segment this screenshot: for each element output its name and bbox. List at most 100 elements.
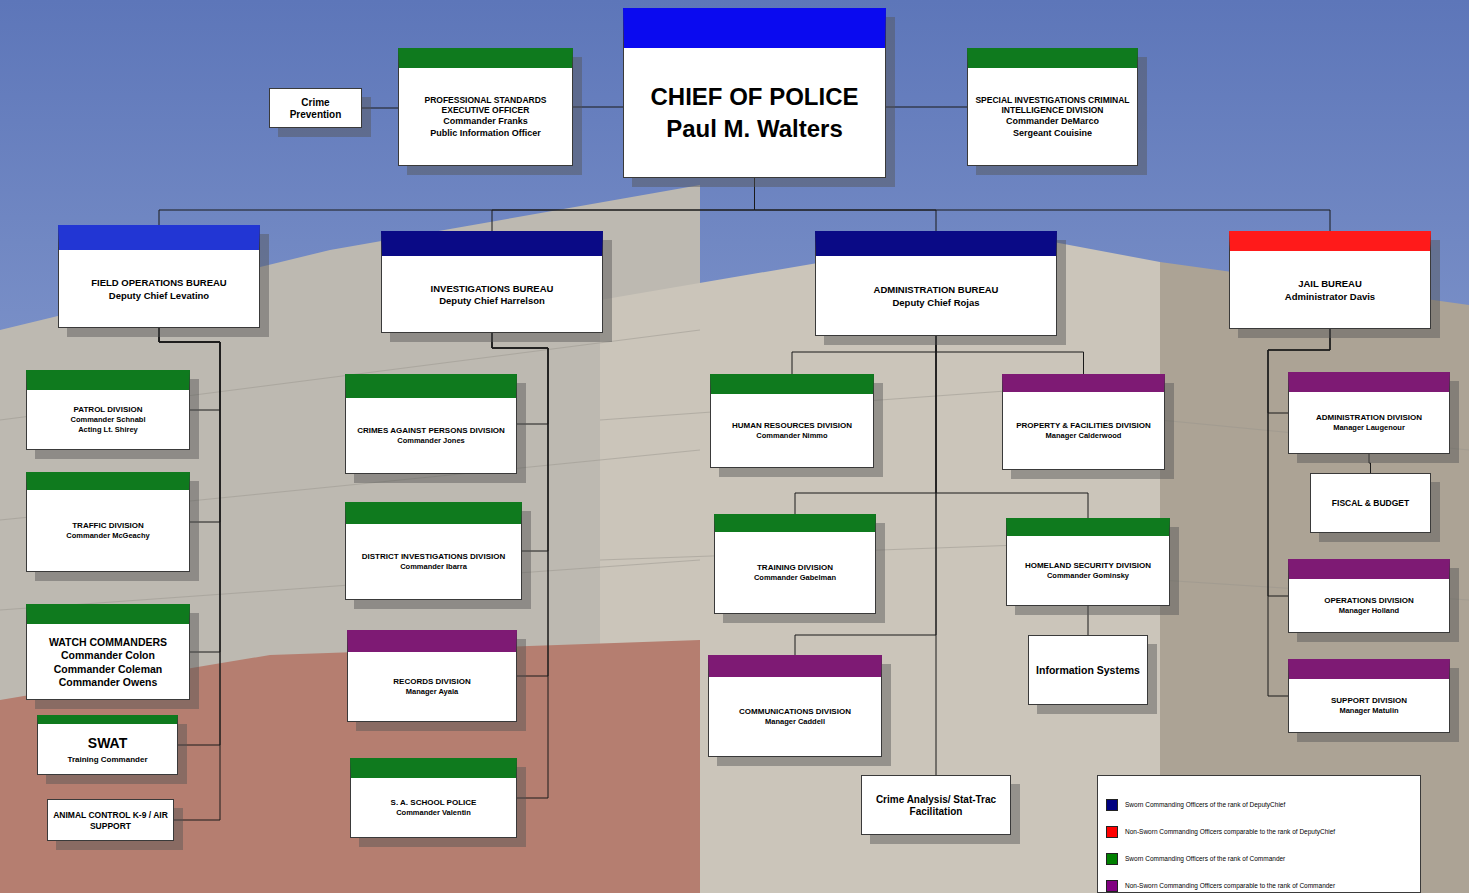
org-connector [492, 178, 755, 231]
box-title: FIELD OPERATIONS BUREAU [91, 277, 226, 288]
org-box: CRIMES AGAINST PERSONS DIVISION Commander… [345, 374, 517, 474]
box-title: SPECIAL INVESTIGATIONS CRIMINAL INTELLIG… [973, 95, 1132, 115]
building-wall [0, 185, 700, 893]
legend-entry: Non-Sworn Commanding Officers comparable… [1106, 818, 1412, 845]
org-connector [755, 178, 937, 231]
org-connector [755, 178, 1331, 231]
org-box: HUMAN RESOURCES DIVISION Commander Nimmo [710, 374, 874, 468]
box-title: ADMINISTRATION DIVISION [1316, 413, 1422, 422]
box-text: Commander DeMarco [1006, 116, 1099, 127]
box-title: PATROL DIVISION [74, 405, 143, 414]
box-title: PROPERTY & FACILITIES DIVISION [1016, 421, 1151, 430]
org-connector [1088, 606, 1089, 635]
org-connector [792, 336, 936, 374]
org-box: FISCAL & BUDGET [1310, 473, 1431, 533]
box-text: Manager Holland [1339, 607, 1399, 616]
box-title: HUMAN RESOURCES DIVISION [732, 421, 852, 430]
org-connector [159, 178, 755, 225]
org-box: SPECIAL INVESTIGATIONS CRIMINAL INTELLIG… [967, 48, 1138, 166]
org-box: S. A. SCHOOL POLICE Commander Valentin [350, 758, 517, 838]
org-box: HOMELAND SECURITY DIVISION Commander Gomi… [1006, 518, 1170, 606]
org-connector [573, 107, 623, 108]
org-connector [936, 336, 1084, 374]
org-box: RECORDS DIVISION Manager Ayala [347, 630, 517, 722]
box-title: HOMELAND SECURITY DIVISION [1025, 561, 1151, 570]
org-connector [362, 108, 398, 109]
box-text: Commander Jones [397, 437, 465, 446]
box-text: Manager Matulin [1339, 707, 1398, 716]
box-text: Sergeant Couisine [1013, 128, 1092, 139]
box-title: PROFESSIONAL STANDARDS EXECUTIVE OFFICER [404, 95, 567, 115]
legend-swatch [1106, 799, 1118, 811]
org-box: PROPERTY & FACILITIES DIVISION Manager Ca… [1002, 374, 1165, 470]
box-title: RECORDS DIVISION [393, 677, 470, 686]
box-text: Acting Lt. Shirey [78, 426, 138, 435]
org-box: INVESTIGATIONS BUREAUDeputy Chief Harrel… [381, 231, 603, 333]
box-title: TRAINING DIVISION [757, 563, 833, 572]
legend-box: Sworn Commanding Officers of the rank of… [1097, 775, 1421, 893]
org-box: ADMINISTRATION BUREAU Deputy Chief Rojas [815, 231, 1057, 336]
legend-entry: Sworn Commanding Officers of the rank of… [1106, 845, 1412, 872]
box-title: FISCAL & BUDGET [1332, 498, 1409, 508]
org-box: PATROL DIVISION Commander SchnablActing L… [26, 370, 190, 450]
org-box: WATCH COMMANDERSCommander ColonCommander… [26, 604, 190, 700]
org-box: DISTRICT INVESTIGATIONS DIVISION Commande… [345, 502, 522, 600]
org-box: Information Systems [1028, 635, 1148, 705]
box-text: Deputy Chief Levatino [109, 290, 209, 301]
box-text: Deputy Chief Rojas [892, 297, 979, 308]
box-text: Commander Colon [61, 649, 155, 661]
box-text: Commander Valentin [396, 809, 471, 818]
org-box: JAIL BUREAUAdministrator Davis [1229, 231, 1431, 329]
box-text: Commander Nimmo [756, 432, 827, 441]
box-title: ANIMAL CONTROL K-9 / AIR SUPPORT [53, 810, 168, 830]
org-box: COMMUNICATIONS DIVISIONManager Caddell [708, 655, 882, 757]
box-text: Deputy Chief Harrelson [439, 295, 545, 306]
box-text: Commander Gominsky [1047, 572, 1129, 581]
org-box: Crime Prevention [269, 88, 362, 128]
box-text: Paul M. Walters [666, 115, 842, 143]
box-title: OPERATIONS DIVISION [1324, 596, 1414, 605]
legend-swatch [1106, 853, 1118, 865]
box-text: Commander Owens [59, 676, 158, 688]
legend-swatch [1106, 826, 1118, 838]
box-title: S. A. SCHOOL POLICE [391, 798, 477, 807]
box-text: Public Information Officer [430, 128, 541, 139]
org-box: TRAFFIC DIVISION Commander McGeachy [26, 472, 190, 572]
box-text: Commander Gabelman [754, 574, 836, 583]
org-box: PROFESSIONAL STANDARDS EXECUTIVE OFFICER… [398, 48, 573, 166]
box-title: CHIEF OF POLICE [650, 83, 858, 111]
org-box: SWATTraining Commander [37, 715, 178, 775]
legend-entry: Non-Sworn Commanding Officers comparable… [1106, 872, 1412, 893]
org-connector [1268, 329, 1330, 596]
box-text: Commander McGeachy [66, 532, 149, 541]
box-text: Commander Coleman [54, 663, 163, 675]
legend-text: Sworn Commanding Officers of the rank of… [1125, 855, 1285, 862]
box-text: Manager Laugenour [1333, 424, 1405, 433]
org-box: SUPPORT DIVISION Manager Matulin [1288, 659, 1450, 733]
box-text: Manager Calderwood [1046, 432, 1122, 441]
box-text: Manager Caddell [765, 718, 825, 727]
org-box: OPERATIONS DIVISION Manager Holland [1288, 559, 1450, 633]
org-connector [936, 336, 937, 775]
box-text: Administrator Davis [1285, 291, 1375, 302]
legend-text: Non-Sworn Commanding Officers comparable… [1125, 828, 1335, 835]
box-title: Crime Prevention [275, 97, 356, 121]
box-title: TRAFFIC DIVISION [72, 521, 144, 530]
org-box: ADMINISTRATION DIVISION Manager Laugenour [1288, 372, 1450, 454]
box-title: DISTRICT INVESTIGATIONS DIVISION [362, 552, 505, 561]
box-title: SWAT [88, 735, 127, 752]
box-title: Information Systems [1036, 664, 1140, 676]
org-box: CHIEF OF POLICE Paul M. Walters [623, 8, 886, 178]
box-text: Manager Ayala [406, 688, 458, 697]
legend-swatch [1106, 880, 1118, 892]
box-title: CRIMES AGAINST PERSONS DIVISION [357, 426, 505, 435]
legend-text: Sworn Commanding Officers of the rank of… [1125, 801, 1285, 808]
box-title: SUPPORT DIVISION [1331, 696, 1407, 705]
box-title: Crime Analysis/ Stat-Trac Facilitation [867, 794, 1005, 818]
legend-entry: Sworn Commanding Officers of the rank of… [1106, 791, 1412, 818]
box-text: Commander Ibarra [400, 563, 467, 572]
box-title: ADMINISTRATION BUREAU [874, 284, 999, 295]
box-text: Commander Schnabl [70, 416, 145, 425]
box-title: WATCH COMMANDERS [49, 636, 167, 648]
